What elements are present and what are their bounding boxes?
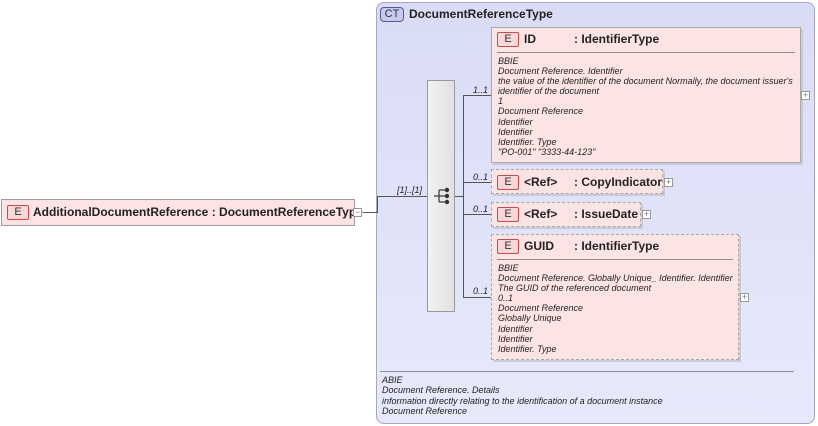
connector-line — [463, 95, 464, 298]
element-card-copy-indicator[interactable] — [491, 169, 663, 194]
complex-type-title: DocumentReferenceType — [409, 7, 553, 21]
expand-icon[interactable]: + — [642, 209, 651, 219]
doc-line: "PO-001" "3333-44-123" — [498, 146, 596, 157]
expand-icon[interactable]: + — [801, 90, 810, 100]
element-doc: BBIE Document Reference. Globally Unique… — [498, 263, 738, 354]
doc-line: 0..1 — [498, 293, 514, 304]
connector-line — [463, 95, 491, 96]
connector-line — [463, 214, 491, 215]
doc-line: Identifier — [498, 323, 533, 334]
doc-line: Document Reference — [498, 303, 584, 314]
note-line: information directly relating to the ide… — [382, 395, 663, 406]
root-element-name: AdditionalDocumentReference — [33, 205, 209, 219]
element-multiplicity: 0..1 — [473, 286, 489, 296]
doc-line: BBIE — [498, 56, 519, 66]
complex-type-badge: CT — [380, 7, 404, 22]
doc-line: Globally Unique — [498, 313, 562, 324]
sequence-icon — [434, 187, 450, 205]
connector-line — [377, 196, 378, 213]
element-type: : IdentifierType — [574, 239, 660, 253]
element-type: : IdentifierType — [574, 32, 660, 46]
element-doc: BBIE Document Reference. Identifier the … — [498, 56, 798, 157]
element-name: <Ref> — [524, 207, 558, 221]
complex-type-notes: ABIE Document Reference. Details informa… — [382, 375, 663, 417]
element-badge-icon: E — [497, 239, 519, 254]
element-type: : IssueDate — [574, 207, 639, 221]
doc-line: Identifier. Type — [498, 136, 557, 147]
doc-line: Identifier. Type — [498, 343, 557, 354]
connector-line — [463, 182, 491, 183]
expand-icon[interactable]: + — [740, 292, 749, 302]
element-type: : CopyIndicator — [574, 175, 663, 189]
element-name: ID — [524, 32, 536, 46]
doc-line: Document Reference. Identifier — [498, 66, 623, 77]
note-line: ABIE — [382, 375, 403, 385]
connector-line — [455, 196, 463, 197]
connector-line — [463, 297, 491, 298]
element-name: <Ref> — [524, 175, 558, 189]
doc-line: the value of the identifier of the docum… — [498, 76, 793, 87]
connector-line — [363, 212, 377, 213]
root-element-box[interactable] — [1, 199, 355, 226]
element-badge-icon: E — [497, 207, 519, 222]
root-element-label: AdditionalDocumentReference : DocumentRe… — [33, 205, 363, 219]
doc-line: The GUID of the referenced document — [498, 283, 652, 294]
collapse-icon[interactable]: − — [353, 207, 362, 217]
doc-line: 1 — [498, 96, 504, 107]
note-line: Document Reference. Details — [382, 385, 500, 396]
element-name: GUID — [524, 239, 554, 253]
complex-type-divider — [380, 371, 794, 372]
doc-line: Identifier — [498, 333, 533, 344]
element-card-id[interactable] — [491, 27, 801, 163]
doc-line: BBIE — [498, 263, 519, 273]
element-divider — [497, 259, 733, 260]
element-badge-icon: E — [7, 205, 29, 220]
root-multiplicity: [1]..[1] — [397, 185, 423, 195]
element-card-guid[interactable] — [491, 234, 739, 360]
note-line: Document Reference — [382, 406, 468, 417]
element-multiplicity: 0..1 — [473, 204, 489, 214]
doc-line: Identifier — [498, 116, 533, 127]
element-divider — [497, 52, 795, 53]
connector-line — [377, 196, 427, 197]
element-badge-icon: E — [497, 175, 519, 190]
doc-line: Document Reference. Globally Unique_ Ide… — [498, 273, 733, 284]
root-element-type: : DocumentReferenceType — [211, 205, 363, 219]
element-badge-icon: E — [497, 32, 519, 47]
doc-line: Document Reference — [498, 106, 584, 117]
expand-icon[interactable]: + — [664, 177, 673, 187]
element-multiplicity: 1..1 — [473, 85, 489, 95]
doc-line: Identifier — [498, 126, 533, 137]
doc-line: identifier of the document — [498, 86, 600, 97]
element-multiplicity: 0..1 — [473, 172, 489, 182]
